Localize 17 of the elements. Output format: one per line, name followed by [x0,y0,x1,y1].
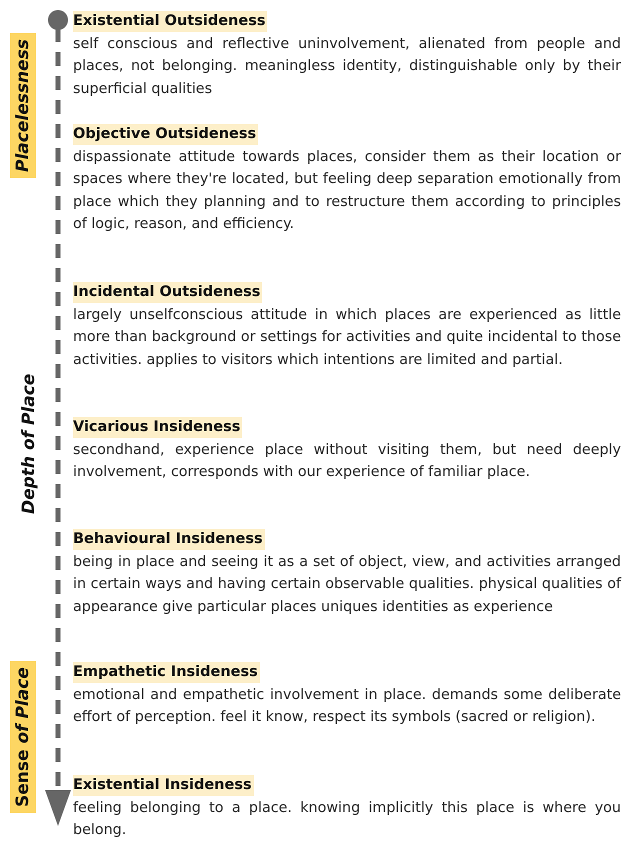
stage-description: secondhand, experience place without visiting them, but need deeply involvement, corresponds with our experience of familiar place. [73,441,621,482]
stage-description: being in place and seeing it as a set of object, view, and activities arranged in certain ways and having certain observable qualities. physical qualities of appearance give particular places uniques identities as experience [73,553,621,617]
stage-heading: Incidental Outsideness [73,282,262,303]
stage-description: dispassionate attitude towards places, consider them as their location or spaces where they're located, but feeling deep separation emotionally from place which they planning and to restructure them according to principles of logic, reason, and efficiency. [73,148,621,234]
stage-description: self conscious and reflective uninvolvement, alienated from people and places, not belonging. meaningless identity, distinguishable only by their superficial qualities [73,35,621,99]
stage-heading: Objective Outsideness [73,124,258,145]
stage-description: feeling belonging to a place. knowing implicitly this place is where you belong. [73,799,621,840]
stage-heading: Behavioural Insideness [73,529,265,550]
stage-description: emotional and empathetic involvement in place. demands some deliberate effort of perception. feel it know, respect its symbols (sacred or religion). [73,686,621,728]
stage-heading: Vicarious Insideness [73,417,242,438]
stage-description: largely unselfconscious attitude in which places are experienced as little more than background or settings for activities and quite incidental to those activities. applies to visitors which intentions are limited and partial. [73,306,621,370]
side-label: Depth of Place [18,372,40,516]
stage-heading: Existential Insideness [73,775,254,796]
side-label: Placelessness [10,33,36,178]
stage-heading: Existential Outsideness [73,11,268,32]
side-label: Sense of Place [10,661,36,813]
stage-heading: Empathetic Insideness [73,662,260,683]
